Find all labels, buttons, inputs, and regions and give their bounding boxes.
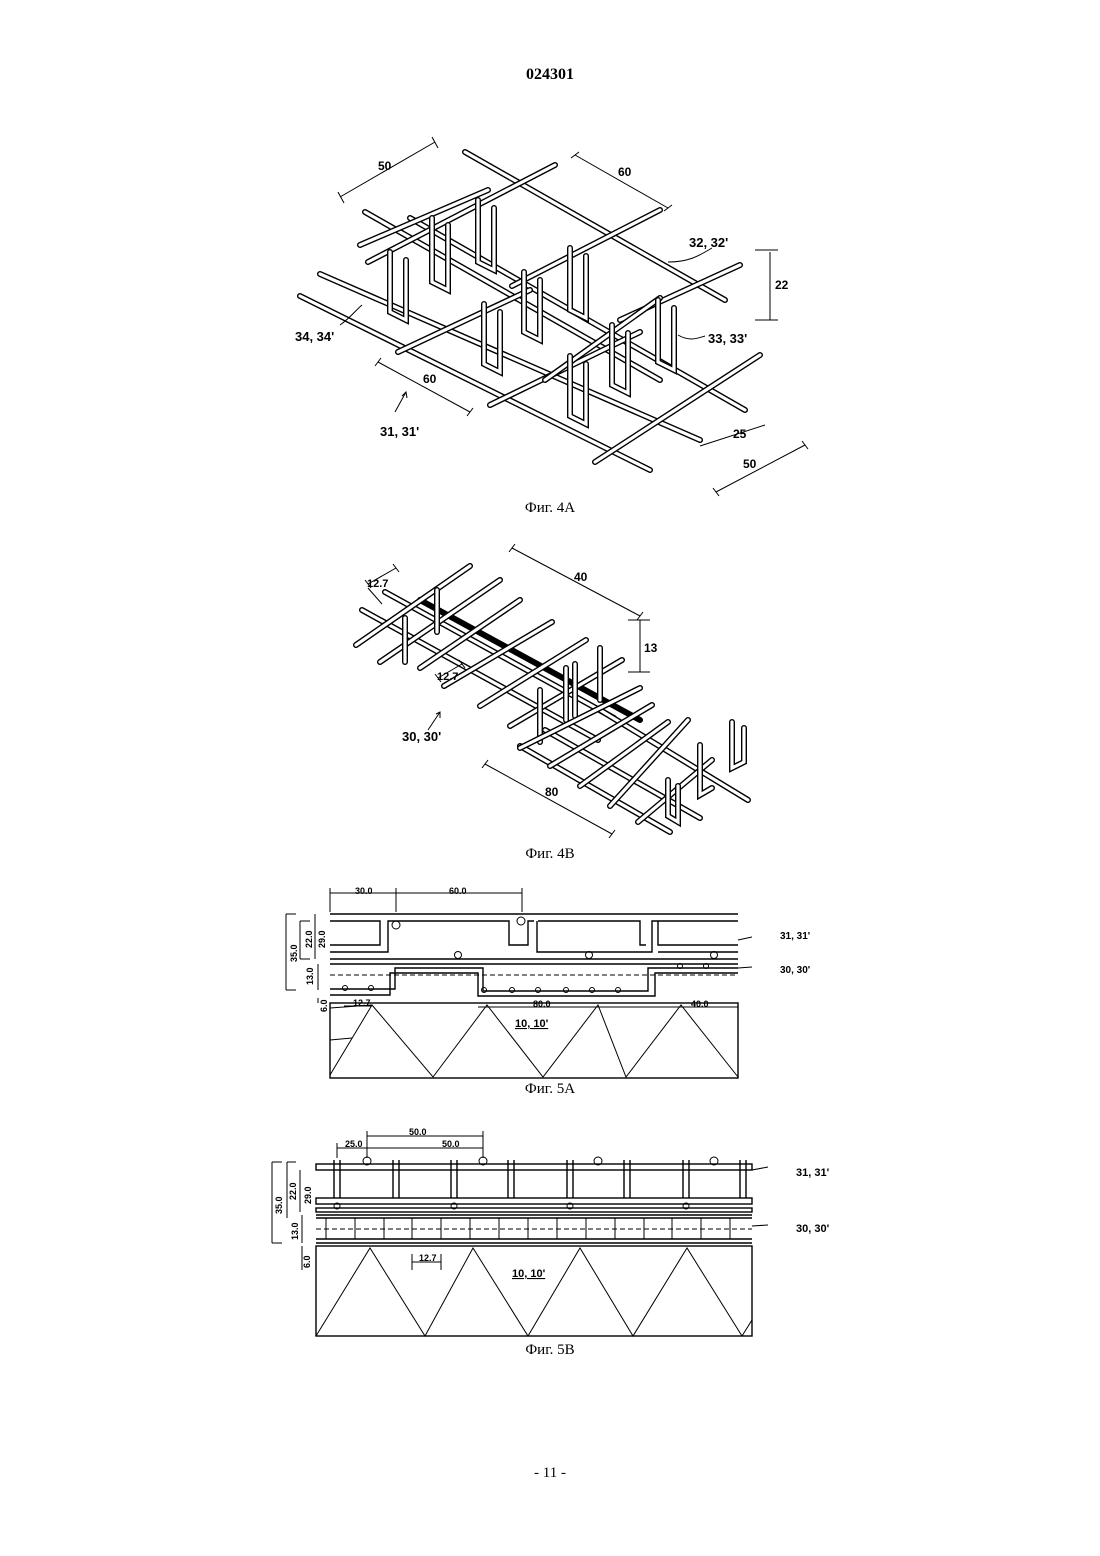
fig5b-cage [316,1157,752,1212]
page-footer: - 11 - [0,1465,1100,1482]
fig5b-dim-35: 35.0 [274,1196,284,1214]
fig5b-dim-29: 29.0 [303,1186,313,1204]
fig5b-dim-50b: 50.0 [442,1139,460,1149]
fig5b-dimension-lines [272,1131,768,1270]
fig5b-dim-22: 22.0 [288,1182,298,1200]
fig5b-base-block [316,1246,752,1336]
fig5b-label-mesh: 30, 30' [796,1223,830,1235]
fig5b-label-cage: 31, 31' [796,1167,830,1179]
fig5b-dim-6: 6.0 [302,1255,312,1268]
fig5b-label-base: 10, 10' [512,1268,546,1280]
fig5b-dim-13: 13.0 [290,1222,300,1240]
fig5b-stirrups [334,1160,746,1198]
fig5b-dim-12-7: 12.7 [419,1253,437,1263]
fig5b-mesh [316,1215,752,1243]
fig5b-dim-25: 25.0 [345,1139,363,1149]
fig5b-dim-50a: 50.0 [409,1127,427,1137]
figure-5b-caption: Фиг. 5В [0,1342,1100,1359]
